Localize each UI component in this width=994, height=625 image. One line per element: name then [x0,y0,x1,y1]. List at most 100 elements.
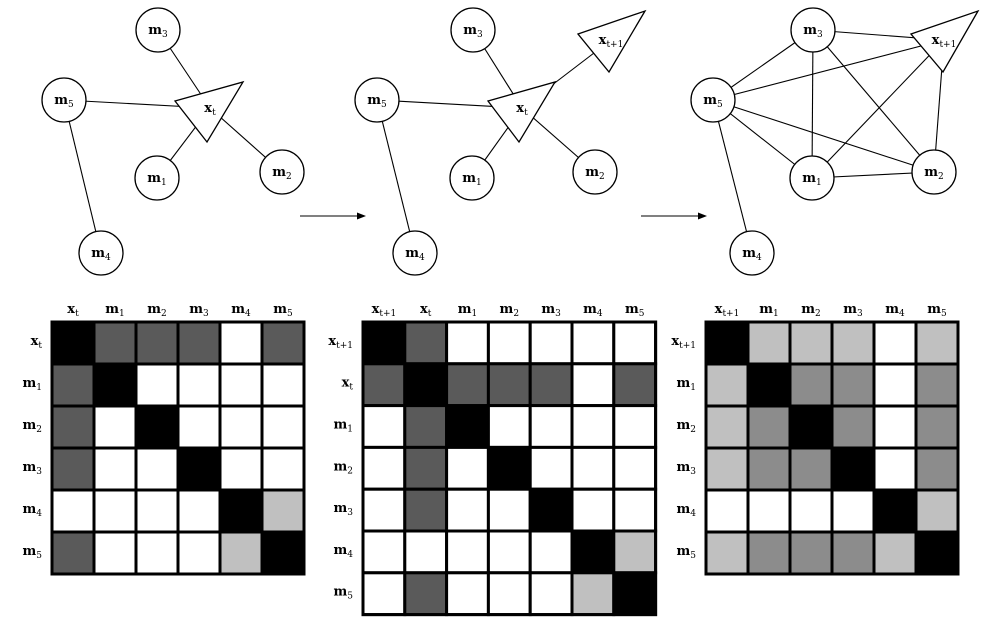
node-label-sub: 3 [477,30,483,40]
matrix-row-label: m2 [334,459,354,476]
node-label: m5 [367,93,387,110]
matrix-cell-r3-c3 [830,446,876,492]
matrix-cell-r3-c0 [361,445,407,491]
matrix-column-label: m3 [541,302,561,319]
matrix-cell-r3-c1 [403,445,449,491]
node-label-sub: 5 [68,100,74,110]
triangle-node-shape [576,9,647,74]
node-m5: m5 [354,77,400,123]
matrix-cell-r3-c2 [445,445,490,491]
matrix-border [704,320,960,576]
node-label-main: m [802,171,816,186]
matrix-cell-r6-c0 [361,571,407,617]
matrix-cell-r0-c1 [746,320,792,366]
node-label: m2 [924,165,944,182]
matrix-cell-r2-c1 [92,404,138,450]
node-label: m4 [405,246,425,263]
node-label-main: m [91,246,105,261]
matrix-row-label: m4 [334,543,354,560]
node-label-main: m [742,246,756,261]
matrix-cell-r4-c3 [486,487,532,533]
matrix-cell-r4-c5 [260,488,306,534]
matrix-cell-r2-c3 [176,404,222,450]
node-m5: m5 [690,77,736,123]
matrix-cell-r4-c1 [403,487,449,533]
node-label-main: m [803,23,817,38]
node-label: m3 [148,23,168,40]
node-label-main: m [462,171,476,186]
edge-m5-m4 [376,99,416,254]
node-label-main: m [924,165,938,180]
matrix-cell-r4-c5 [914,488,960,534]
node-label: m4 [742,246,762,263]
node-label: m2 [272,165,292,182]
node-label-sub: 4 [105,253,111,263]
matrix-cell-r3-c5 [914,446,960,492]
matrix-cell-r0-c1 [403,320,449,366]
node-label-sub: 1 [161,178,167,188]
node-xt: xt [486,80,557,144]
matrix-cell-r6-c2 [445,571,490,617]
edge-xt1-m1 [811,39,945,179]
node-label-main: x [932,33,940,48]
circle-node-shape [134,155,180,201]
node-label-main: m [585,165,599,180]
node-label: xt+1 [932,33,957,50]
matrix-cell-r3-c5 [570,445,616,491]
node-m3: m3 [790,7,836,53]
matrix-cell-r0-c3 [486,320,532,366]
node-label: m5 [703,93,723,110]
matrix-column-label: m4 [885,302,905,319]
matrix-cell-r5-c2 [788,530,834,576]
matrix-cell-r4-c2 [788,488,834,534]
matrix-cell-r5-c0 [704,530,750,576]
circle-node-shape [911,149,957,195]
matrix-cell-r3-c4 [218,446,264,492]
matrix-cell-r3-c4 [528,445,574,491]
matrix-cell-r4-c4 [872,488,918,534]
circle-node-shape [790,7,836,53]
matrix-cell-r4-c0 [704,488,750,534]
circle-node-shape [450,7,496,53]
node-label-sub: 2 [286,172,292,182]
matrix-cell-r0-c0 [361,320,407,366]
matrix-cell-r3-c3 [176,446,222,492]
matrix-column-label: m1 [458,302,478,319]
matrix-cell-r2-c1 [403,404,449,449]
matrix-cell-r6-c5 [570,571,616,617]
circle-node-shape [572,149,618,195]
node-label: m3 [463,23,483,40]
node-xt1: xt+1 [909,9,980,74]
matrix-column-label: m2 [801,302,821,319]
matrix-cell-r4-c4 [218,488,264,534]
matrix-cell-r0-c3 [830,320,876,366]
node-label-main: m [272,165,286,180]
node-label-sub: 4 [756,253,762,263]
matrix-row-label: m2 [23,418,43,435]
node-m2: m2 [259,149,305,195]
circle-node-shape [729,230,775,276]
circle-node-shape [354,77,400,123]
matrix-cell-r2-c0 [704,404,750,450]
matrix-row-label: xt [342,376,354,393]
matrix-cell-r1-c1 [403,362,449,408]
matrix-row-label: m1 [677,376,697,393]
matrix-cell-r4-c4 [528,487,574,533]
matrix-row-label: m3 [334,501,354,518]
node-m2: m2 [572,149,618,195]
edge-m5-m2 [712,99,935,173]
arrows-layer [300,212,707,220]
node-m2: m2 [911,149,957,195]
matrix-cell-r0-c6 [612,320,658,366]
node-m1: m1 [449,155,495,201]
matrix-cell-r1-c2 [445,362,490,408]
node-m3: m3 [135,7,181,53]
matrix-column-label: m2 [500,302,520,319]
matrix-cell-r3-c2 [134,446,180,492]
node-label-sub: 1 [476,178,482,188]
matrix-row-label: m4 [677,502,697,519]
matrix-cell-r3-c1 [92,446,138,492]
